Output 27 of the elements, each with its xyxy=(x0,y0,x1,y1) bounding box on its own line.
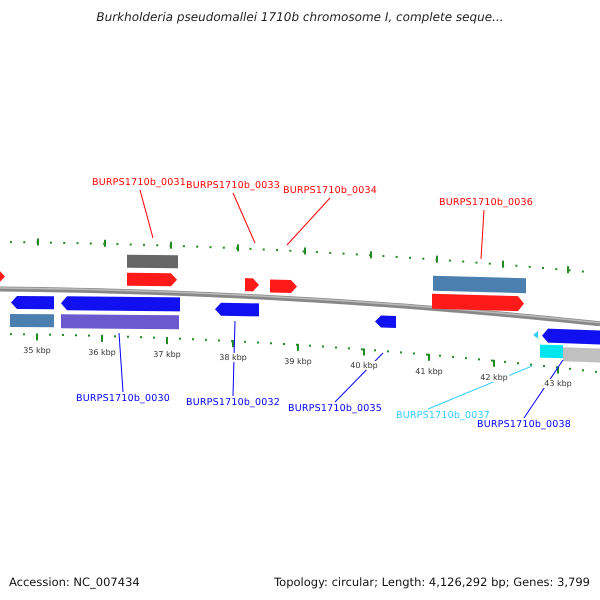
scale-label: 40 kbp xyxy=(349,361,379,370)
scale-label: 37 kbp xyxy=(152,350,182,360)
leader-line xyxy=(480,210,484,260)
gene-label: BURPS1710b_0033 xyxy=(186,180,280,192)
gene-label: BURPS1710b_0032 xyxy=(186,397,280,409)
scale-label: 43 kbp xyxy=(543,379,573,388)
gene-label: BURPS1710b_0038 xyxy=(477,419,571,431)
scale-label: 38 kbp xyxy=(218,353,248,362)
leader-line xyxy=(286,198,330,246)
leader-line xyxy=(140,190,154,238)
leader-line xyxy=(232,320,236,396)
gene-label: BURPS1710b_0036 xyxy=(439,197,533,209)
leader-line xyxy=(118,332,124,392)
scale-label: 35 kbp xyxy=(22,346,52,356)
scale-label: 42 kbp xyxy=(479,372,509,382)
gene-label: BURPS1710b_0034 xyxy=(283,185,377,197)
scale-label: 41 kbp xyxy=(414,366,444,376)
leader-line xyxy=(524,360,564,418)
gene-label: BURPS1710b_0030 xyxy=(76,393,170,405)
title: Burkholderia pseudomallei 1710b chromosome I, complete seque... xyxy=(96,10,504,24)
footer-note: Accession: NC_007434 xyxy=(9,575,140,589)
gene-label: BURPS1710b_0035 xyxy=(288,403,382,415)
footer-note: Topology: circular; Length: 4,126,292 bp; Genes: 3,799 xyxy=(274,575,590,589)
scale-label: 39 kbp xyxy=(283,356,313,366)
gene-label: BURPS1710b_0031 xyxy=(92,177,186,189)
leader-line xyxy=(232,192,256,244)
scale-label: 36 kbp xyxy=(87,348,117,357)
